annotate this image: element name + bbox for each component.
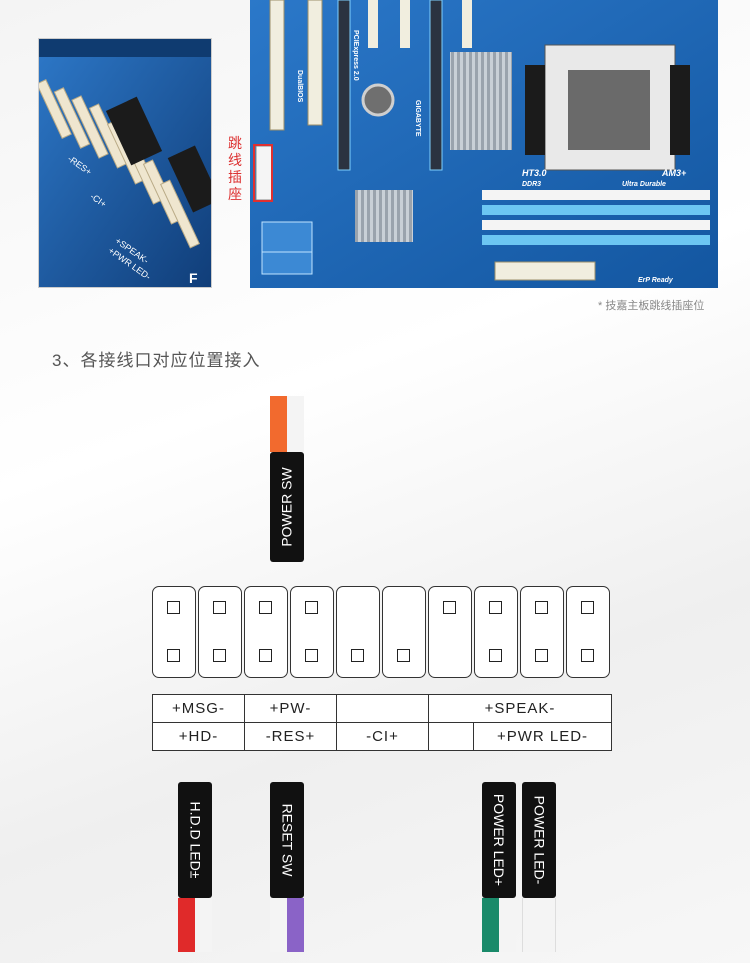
step-title: 3、各接线口对应位置接入 [52,351,261,370]
pin-column [152,586,196,678]
pin [581,601,594,614]
cable [178,898,212,952]
chip-label: Ultra Durable [622,181,666,188]
chip-label: DDR3 [522,181,541,188]
motherboard-photo: HT3.0 DDR3 AM3+ Ultra Durable ErP Ready … [250,0,718,288]
pin [535,649,548,662]
pin-label: +HD- [152,722,245,751]
power-sw-connector: POWER SW [270,396,304,566]
connector-label: RESET SW [279,803,295,877]
pin [259,601,272,614]
pin-column [198,586,242,678]
pin [167,601,180,614]
pin [259,649,272,662]
pin-column [428,586,472,678]
connector-label: POWER LED+ [491,793,508,887]
power-led-minus-connector: POWER LED- [522,782,556,952]
pin-column [520,586,564,678]
chip-label: HT3.0 [522,168,547,178]
cable [270,898,304,952]
pin-column [566,586,610,678]
connector-label: POWER LED- [531,795,547,885]
jumper-socket-label: 跳线插座 [228,136,242,203]
pin-label-table: +MSG- +PW- +SPEAK- +HD- -RES+ -CI+ +PWR … [152,694,612,751]
connector-label: H.D.D LED± [187,801,204,879]
pin-label [428,722,474,751]
pin-label: -CI+ [336,722,429,751]
cable [482,898,516,952]
power-led-plus-connector: POWER LED+ [482,782,516,952]
reset-sw-connector: RESET SW [270,782,304,952]
pin [535,601,548,614]
cable [522,898,556,952]
pin [489,601,502,614]
connector-head: RESET SW [270,782,304,898]
pin-label: +PW- [244,694,337,723]
chip-label: DualBIOS [296,70,303,103]
pin [581,649,594,662]
pin-label [336,694,429,723]
pin [305,649,318,662]
pin [167,649,180,662]
board-label: F [189,270,198,286]
chip-label: PCIExpress 2.0 [352,30,359,81]
connector-head: POWER LED- [522,782,556,898]
cable [270,396,304,452]
connector-head: POWER LED+ [482,782,516,898]
pin [489,649,502,662]
pin-label: +PWR LED- [473,722,612,751]
pin-column [474,586,518,678]
photo-caption: * 技嘉主板跳线插座位 [598,300,705,312]
pin-label: +MSG- [152,694,245,723]
pin [213,649,226,662]
chip-label: AM3+ [661,168,687,178]
pin-column [290,586,334,678]
pin-column [336,586,380,678]
connector-head: H.D.D LED± [178,782,212,898]
pin-label: +SPEAK- [428,694,612,723]
pin [397,649,410,662]
pin [305,601,318,614]
hdd-led-connector: H.D.D LED± [178,782,212,952]
connector-head: POWER SW [270,452,304,562]
connector-label: POWER SW [279,467,295,547]
jumper-highlight-box [253,144,273,202]
chip-label: GIGABYTE [414,100,421,137]
chip-label: ErP Ready [638,277,674,284]
pin-label: -RES+ [244,722,337,751]
jumper-closeup-photo: -RES+ -CI+ +SPEAK- +PWR LED- F [38,38,212,288]
pin-column [244,586,288,678]
pin [443,601,456,614]
pin [351,649,364,662]
pin-column [382,586,426,678]
pin [213,601,226,614]
